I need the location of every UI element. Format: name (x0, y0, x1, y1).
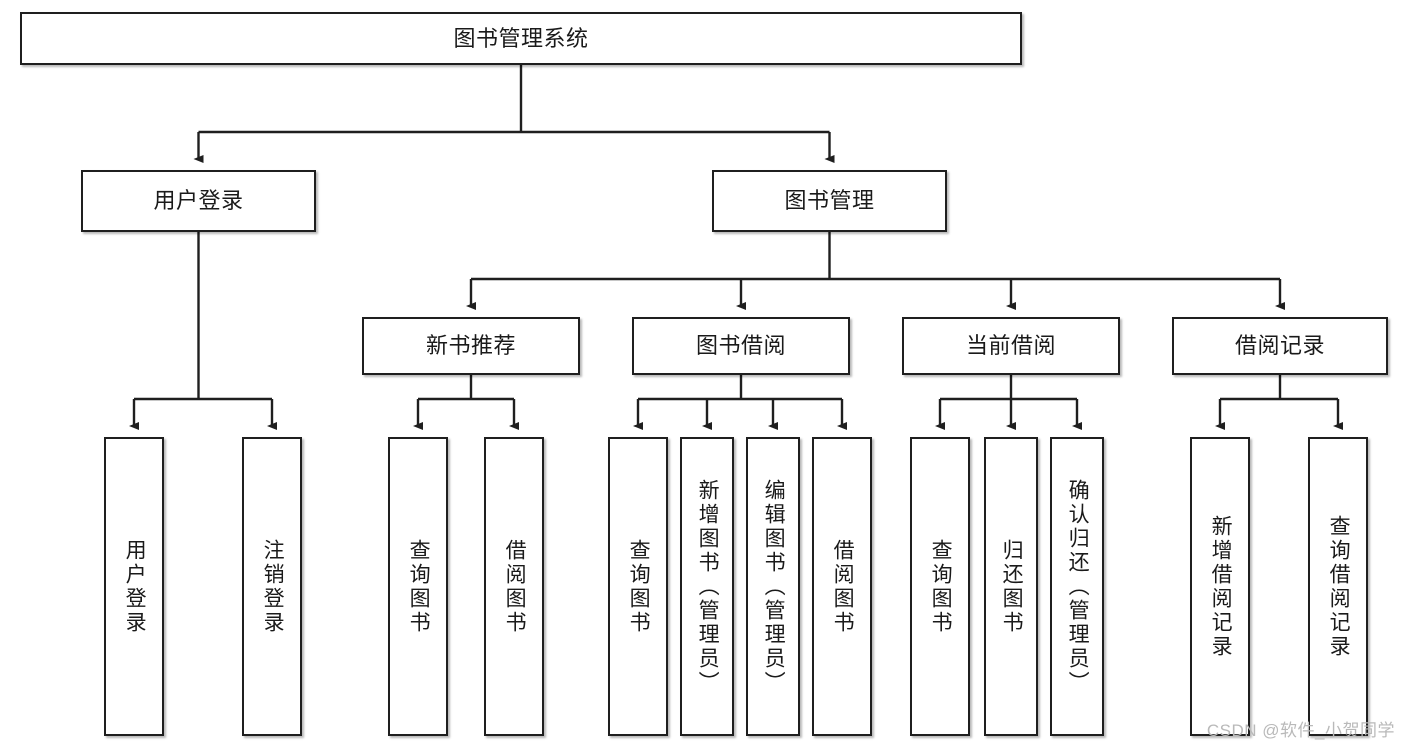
node-book-borrow[interactable]: 图书借阅 (632, 317, 850, 375)
node-label: 查询图书 (929, 538, 953, 635)
node-borrow-record[interactable]: 借阅记录 (1172, 317, 1388, 375)
node-book-manage[interactable]: 图书管理 (712, 170, 947, 232)
node-label: 用户登录 (123, 538, 147, 635)
node-label: 新增借阅记录 (1209, 514, 1233, 659)
node-label: 查询图书 (407, 538, 431, 635)
node-label: 查询借阅记录 (1327, 514, 1351, 659)
node-leaf-rec-add[interactable]: 新增借阅记录 (1190, 437, 1250, 736)
node-label: 借阅图书 (503, 538, 527, 635)
node-leaf-cur-return[interactable]: 归还图书 (984, 437, 1038, 736)
csdn-watermark: CSDN @软件_小贺同学 (1206, 721, 1395, 740)
node-leaf-user-logout[interactable]: 注销登录 (242, 437, 302, 736)
node-label: 编辑图书（管理员） (762, 478, 786, 695)
node-leaf-borrow-query[interactable]: 查询图书 (608, 437, 668, 736)
node-label: 借阅图书 (831, 538, 855, 635)
node-label: 新增图书（管理员） (696, 478, 720, 695)
node-user-login[interactable]: 用户登录 (81, 170, 316, 232)
node-label: 用户登录 (153, 188, 244, 214)
node-leaf-rec-borrow[interactable]: 借阅图书 (484, 437, 544, 736)
node-label: 归还图书 (1000, 538, 1024, 635)
node-leaf-borrow-lend[interactable]: 借阅图书 (812, 437, 872, 736)
node-leaf-borrow-add[interactable]: 新增图书（管理员） (680, 437, 734, 736)
node-leaf-rec-query2[interactable]: 查询借阅记录 (1308, 437, 1368, 736)
node-label: 图书借阅 (695, 333, 786, 359)
node-label: 注销登录 (261, 538, 285, 635)
node-label: 图书管理系统 (453, 25, 589, 51)
node-leaf-cur-query[interactable]: 查询图书 (910, 437, 970, 736)
node-leaf-rec-query[interactable]: 查询图书 (388, 437, 448, 736)
node-label: 查询图书 (627, 538, 651, 635)
node-leaf-cur-confirm[interactable]: 确认归还（管理员） (1050, 437, 1104, 736)
node-label: 当前借阅 (965, 333, 1056, 359)
node-label: 新书推荐 (425, 333, 516, 359)
node-leaf-borrow-edit[interactable]: 编辑图书（管理员） (746, 437, 800, 736)
node-label: 借阅记录 (1234, 333, 1325, 359)
node-leaf-user-login[interactable]: 用户登录 (104, 437, 164, 736)
node-label: 图书管理 (784, 188, 875, 214)
node-label: 确认归还（管理员） (1066, 478, 1090, 695)
node-current-borrow[interactable]: 当前借阅 (902, 317, 1120, 375)
node-new-book-rec[interactable]: 新书推荐 (362, 317, 580, 375)
node-root[interactable]: 图书管理系统 (20, 12, 1022, 65)
